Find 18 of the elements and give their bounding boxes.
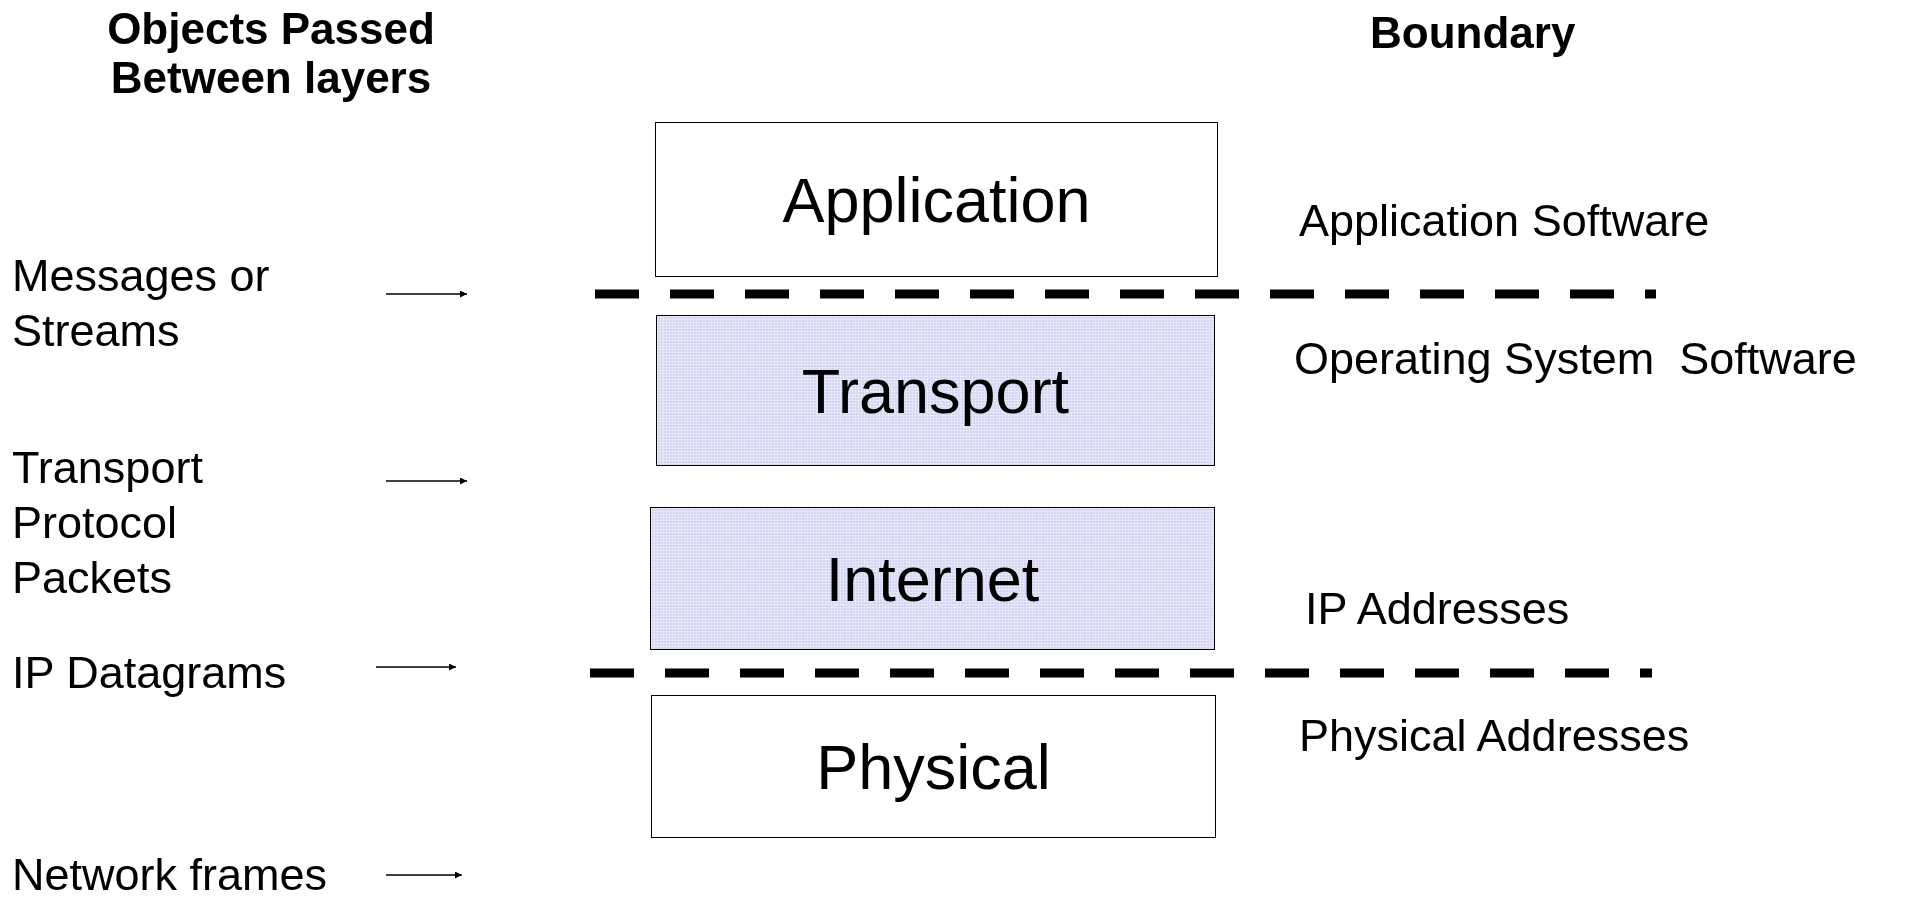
layer-box <box>650 507 1215 650</box>
layer-name: Transport <box>801 354 1070 427</box>
boundary-label: Application Software <box>1299 194 1710 248</box>
boundary-label: IP Addresses <box>1305 582 1570 636</box>
column-heading: Boundary <box>1370 8 1576 57</box>
object-label: Messages or Streams <box>12 249 271 358</box>
object-label: Network frames <box>12 848 328 901</box>
object-label: IP Datagrams <box>12 646 287 700</box>
boundary-label: Physical Addresses <box>1299 709 1690 763</box>
column-heading: Objects Passed Between layers <box>106 4 436 102</box>
layer-name: Internet <box>825 542 1040 615</box>
boundary-label: Operating System Software <box>1294 332 1857 386</box>
layer-box <box>651 695 1216 838</box>
layer-box <box>656 315 1215 466</box>
layer-name: Physical <box>816 730 1051 803</box>
object-label: Transport Protocol Packets <box>12 441 204 605</box>
layer-box <box>655 122 1218 277</box>
layer-name: Application <box>782 163 1091 236</box>
